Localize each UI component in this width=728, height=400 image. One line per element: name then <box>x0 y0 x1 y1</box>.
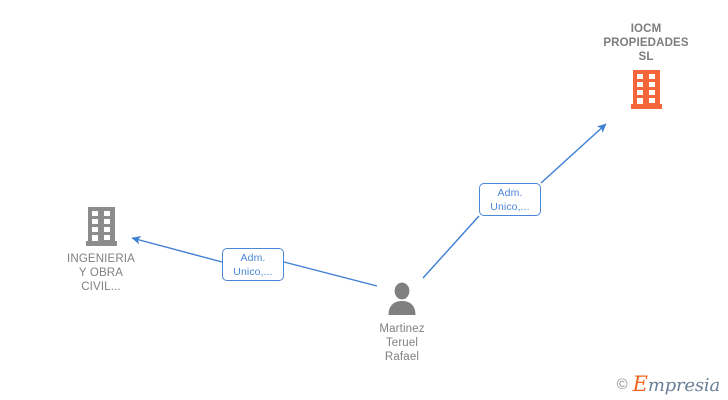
edge-segment-rightlabel-iocm <box>540 123 607 184</box>
node-company-ingenieria[interactable]: INGENIERIA Y OBRA CIVIL... <box>36 206 166 294</box>
building-icon[interactable] <box>581 69 711 111</box>
node-company-iocm[interactable]: IOCM PROPIEDADES SL <box>581 22 711 111</box>
node-label-iocm: IOCM PROPIEDADES SL <box>603 23 689 63</box>
brand-logo-text: Empresia <box>632 372 721 396</box>
person-icon[interactable] <box>337 282 467 318</box>
building-icon[interactable] <box>36 206 166 248</box>
node-label-ingenieria: INGENIERIA Y OBRA CIVIL... <box>67 253 135 293</box>
node-label-persona: Martinez Teruel Rafael <box>379 323 425 363</box>
edge-segment-persona-leftlabel <box>283 261 378 287</box>
edge-segment-leftlabel-ingenieria <box>131 236 223 263</box>
node-person-martinez-teruel-rafael[interactable]: Martinez Teruel Rafael <box>337 282 467 364</box>
edge-segment-persona-rightlabel <box>422 215 480 279</box>
edge-label-persona-ingenieria[interactable]: Adm. Unico,... <box>222 248 284 281</box>
brand-initial: E <box>632 372 648 396</box>
brand-rest: mpresia <box>647 375 720 396</box>
edge-label-persona-iocm[interactable]: Adm. Unico,... <box>479 183 541 216</box>
copyright-icon: © <box>616 376 628 393</box>
empresia-watermark: © Empresia <box>616 372 721 396</box>
